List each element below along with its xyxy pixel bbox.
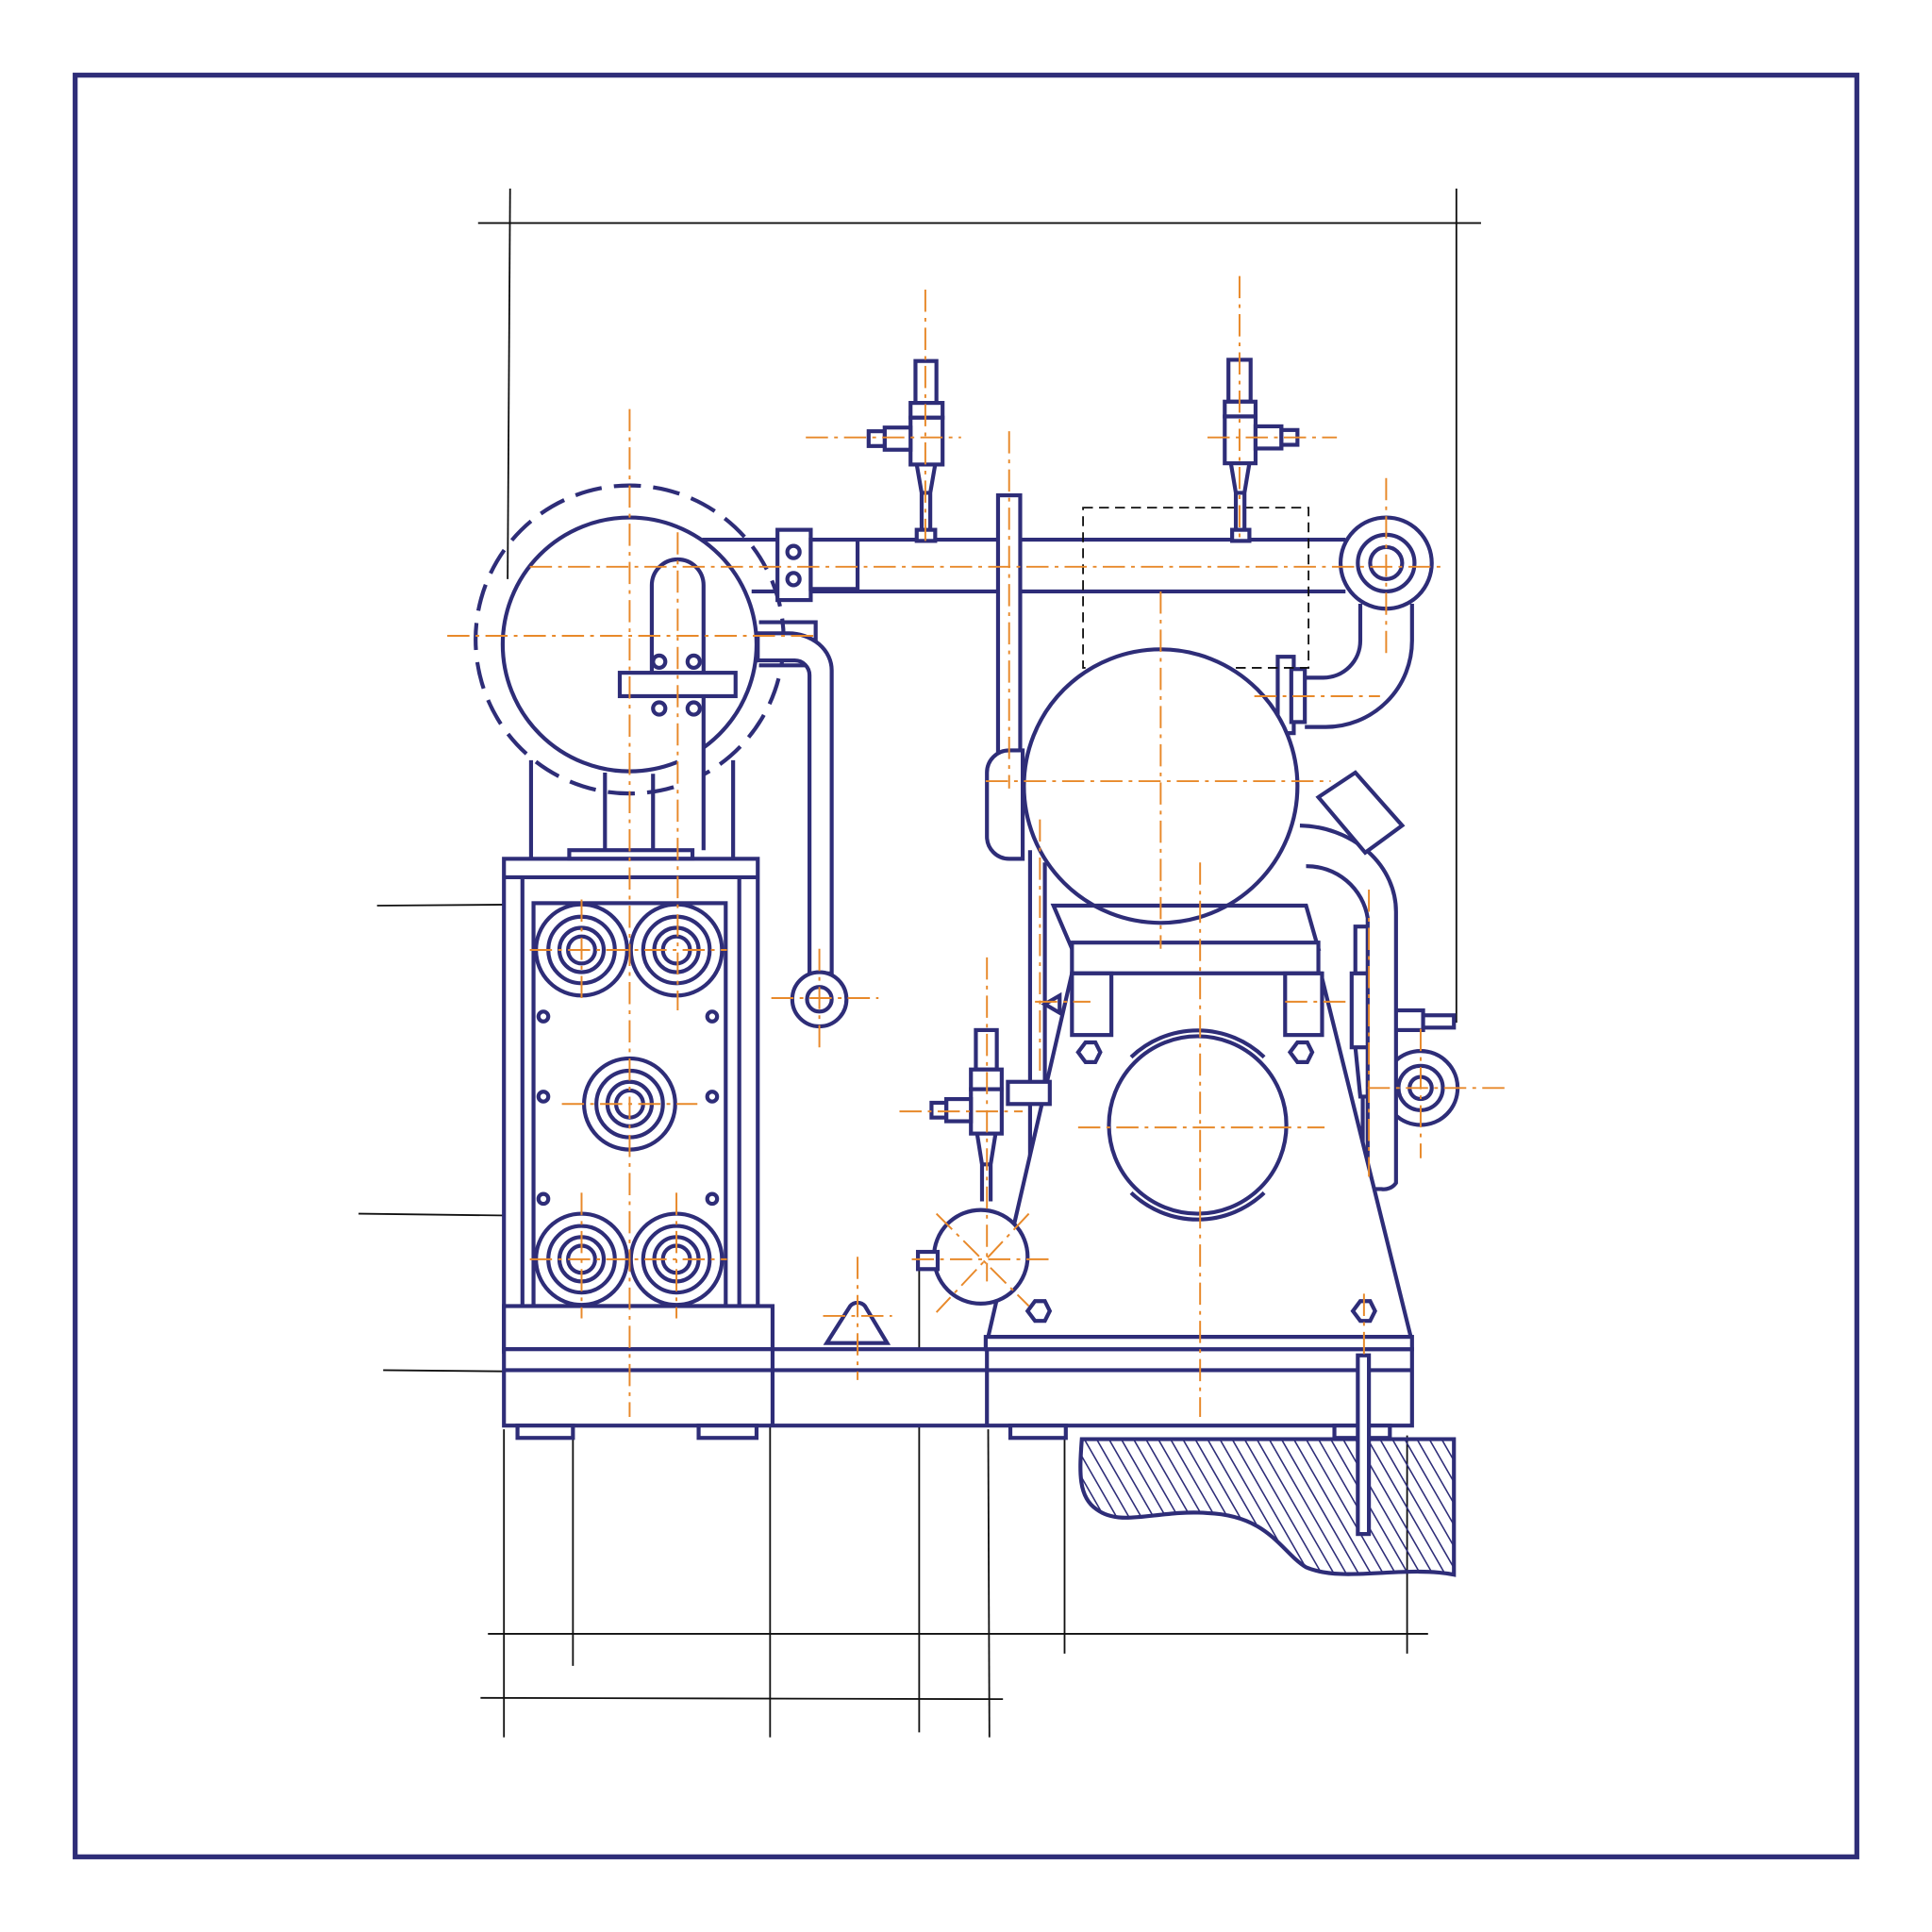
motor-housing <box>823 647 1414 1345</box>
hatch-line <box>1404 1439 1455 1575</box>
hatch-line <box>1256 1439 1344 1575</box>
hatch-line <box>1367 1439 1455 1575</box>
hatch-line <box>1305 1439 1393 1575</box>
anchor-bolt <box>1356 1353 1372 1537</box>
dimension-lines <box>358 188 1481 1738</box>
hatch-line <box>1219 1439 1307 1575</box>
frame-bolts <box>536 1009 720 1207</box>
hatch-line <box>1292 1439 1381 1575</box>
hatch-line <box>1329 1439 1418 1575</box>
hatch-line <box>1080 1439 1159 1575</box>
gauge-valve-left <box>866 358 945 543</box>
base-frame <box>502 1335 1414 1441</box>
pump-volute <box>1107 1034 1289 1216</box>
hatch-line <box>1268 1439 1357 1575</box>
hatch-line <box>1379 1439 1455 1575</box>
gauge-valve-lower <box>929 1027 1004 1202</box>
heat-exchanger <box>502 848 775 1354</box>
hatch-line <box>1428 1439 1455 1575</box>
centerlines <box>447 275 1509 1418</box>
hatch-line <box>1466 1440 1552 1590</box>
hatch-line <box>1453 1439 1455 1575</box>
hatch-line <box>1416 1439 1455 1575</box>
hatch-line <box>1391 1439 1455 1575</box>
right-elbow-flange <box>1275 515 1434 736</box>
hatch-line <box>1243 1439 1332 1575</box>
gauge-valve-right <box>1223 358 1300 543</box>
hatch-line <box>1280 1439 1369 1575</box>
dashed-envelope <box>1082 507 1310 669</box>
drawing-border <box>73 73 1859 1859</box>
